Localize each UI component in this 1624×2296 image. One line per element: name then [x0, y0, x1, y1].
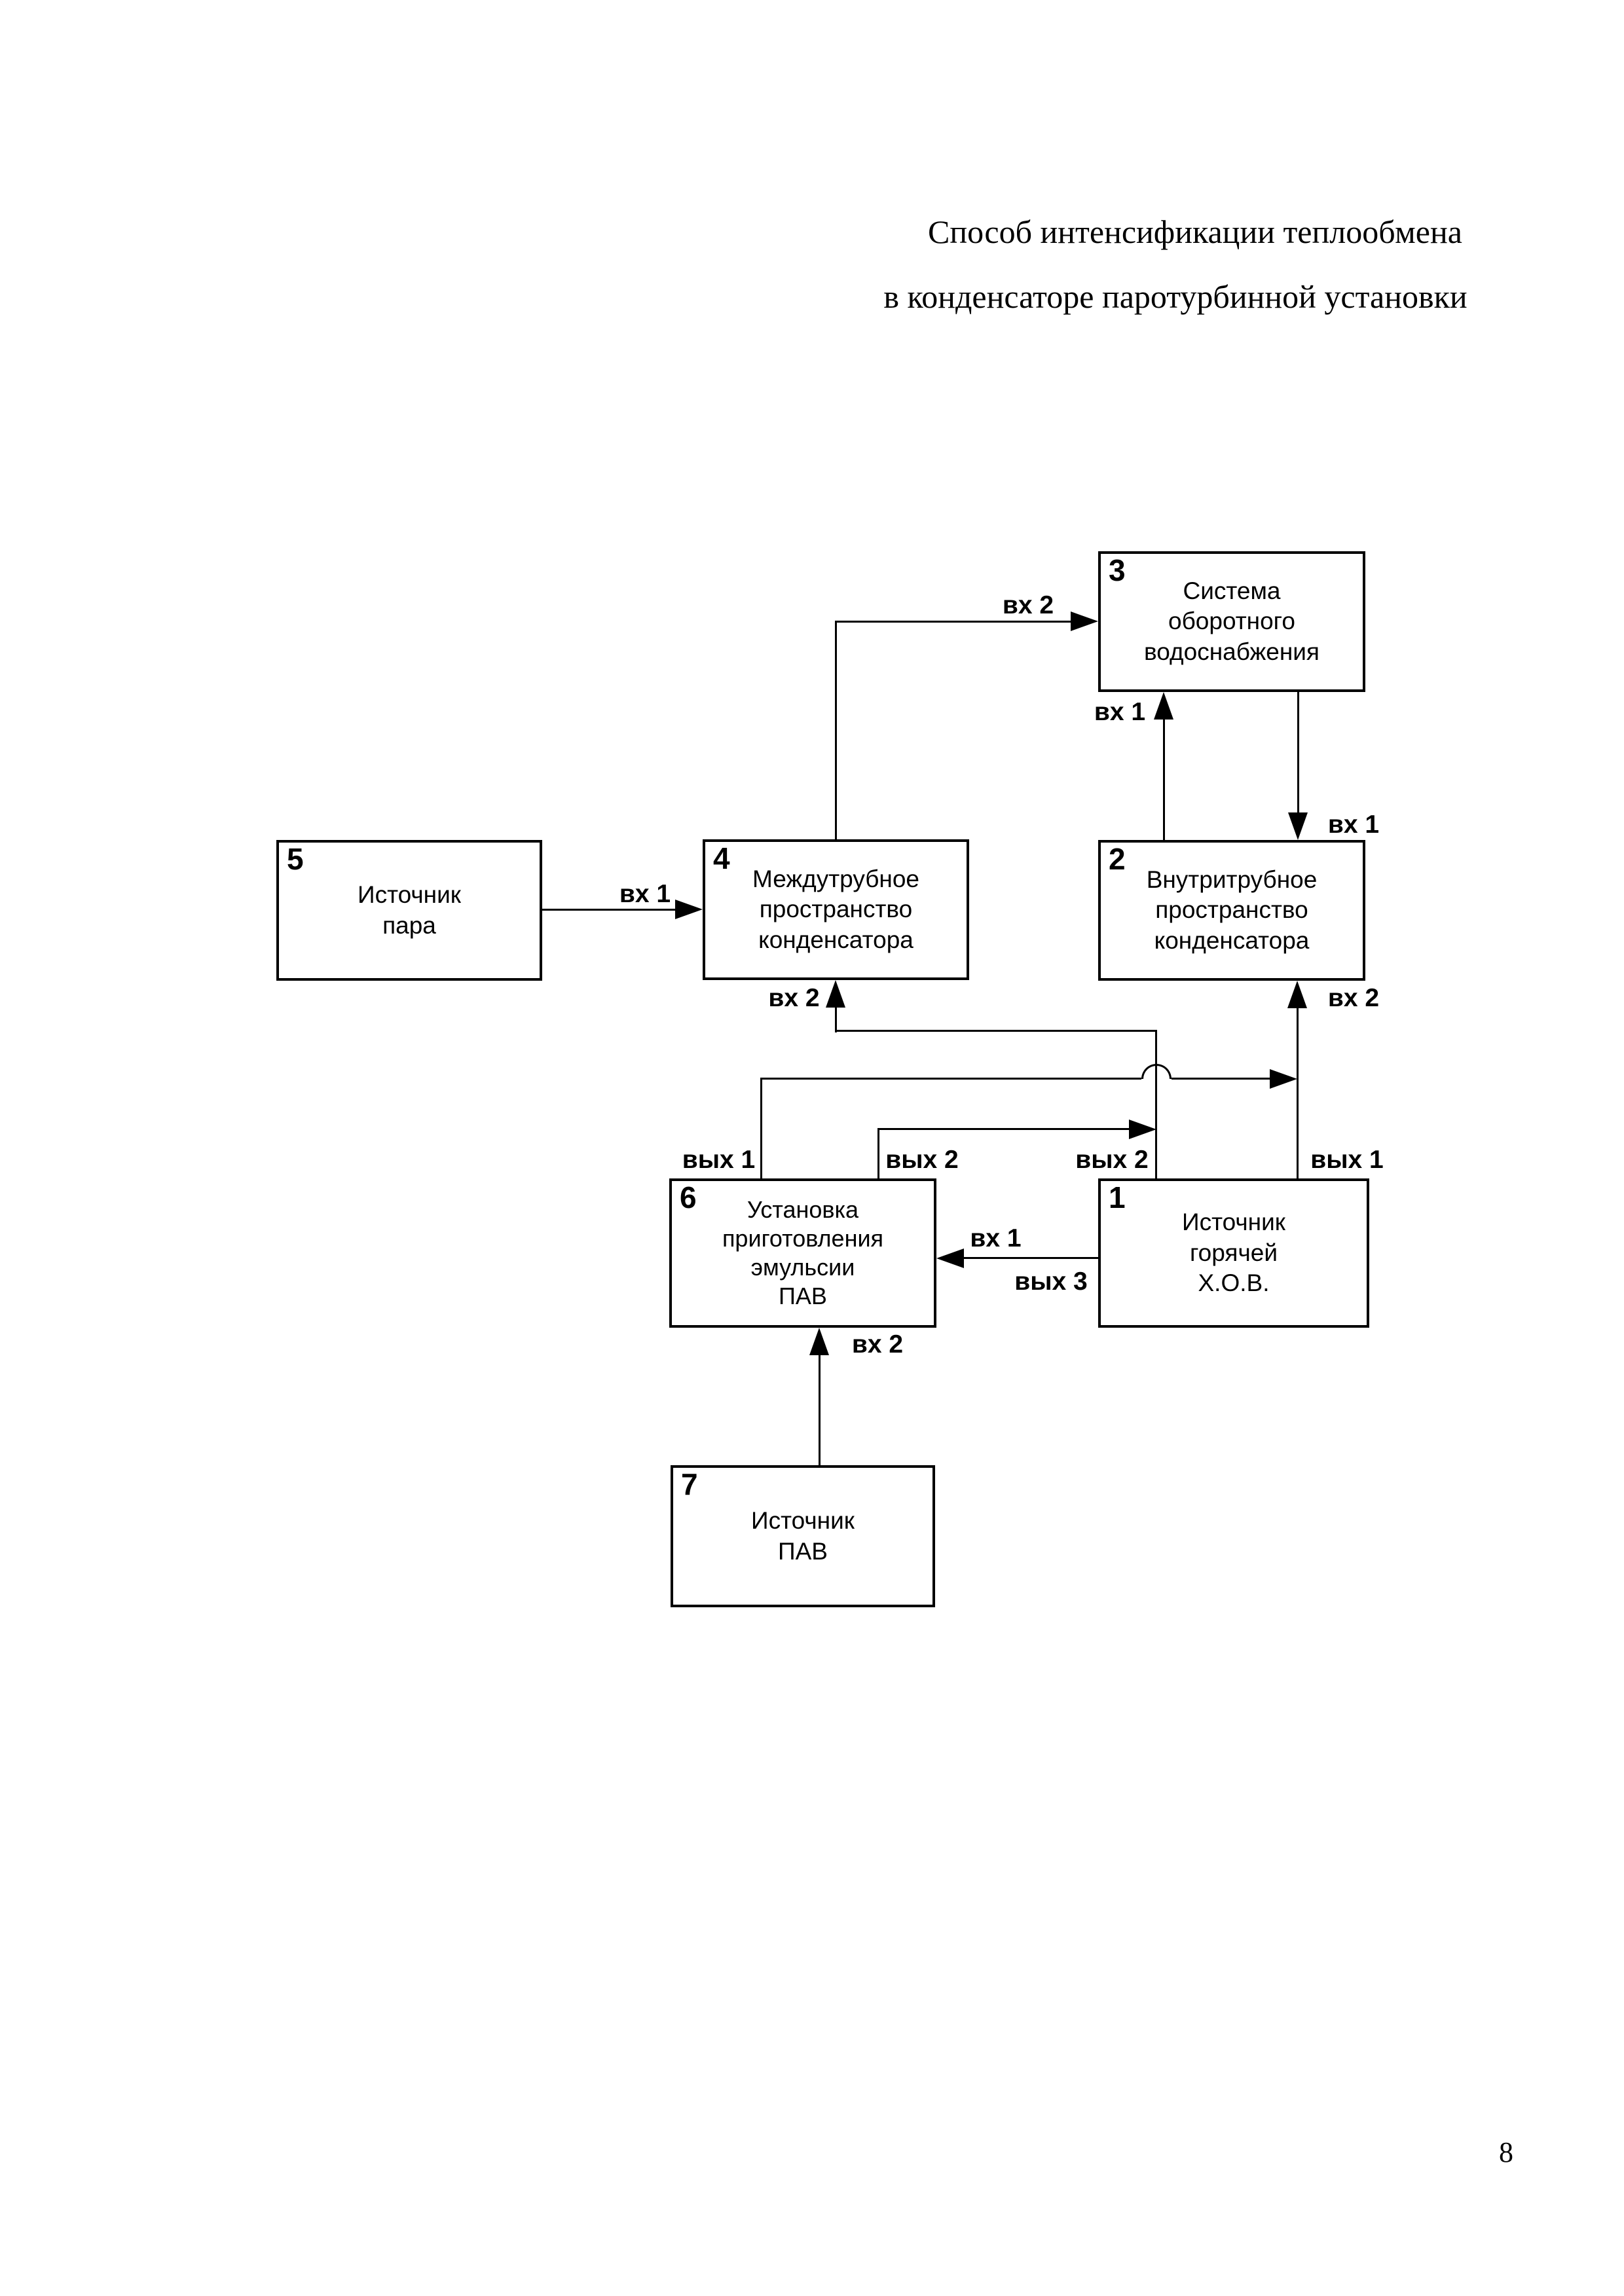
label-in1-b3: вх 1	[1094, 698, 1146, 726]
block-7-text: Источник ПАВ	[751, 1506, 855, 1565]
label-out1-b6: вых 1	[682, 1146, 756, 1174]
connector-b6-out2-horizontal	[877, 1128, 1131, 1130]
page-title-line-1: Способ интенсификации теплообмена	[928, 213, 1462, 250]
label-out3-b1: вых 3	[1014, 1267, 1088, 1296]
label-in2-b2: вх 2	[1327, 984, 1380, 1012]
arrowhead-into-b2-top	[1288, 812, 1308, 840]
connector-b3-to-b2	[1297, 692, 1299, 815]
label-in2-b6: вх 2	[851, 1330, 904, 1358]
block-3-text: Система оборотного водоснабжения	[1144, 577, 1320, 665]
connector-b5-to-b4	[542, 909, 680, 911]
label-in1-b4: вх 1	[619, 880, 671, 908]
arrowhead-into-b6-right	[936, 1248, 964, 1268]
block-6-emulsion-unit: 6 Установка приготовления эмульсии ПАВ	[669, 1178, 936, 1328]
connector-b2-to-b3	[1163, 718, 1165, 841]
label-out1-b1: вых 1	[1310, 1146, 1384, 1174]
label-in1-b2: вх 1	[1327, 811, 1380, 839]
connector-b1-to-b4-horizontal	[835, 1030, 1157, 1032]
line-hop-arc	[1141, 1064, 1172, 1079]
block-1-number: 1	[1109, 1180, 1126, 1214]
connector-b6-out2-riser	[877, 1129, 879, 1178]
block-7-number: 7	[681, 1467, 698, 1501]
block-2-intratube-space: 2 Внутритрубное пространство конденсатор…	[1098, 840, 1365, 981]
arrowhead-join-b4-line	[1129, 1120, 1156, 1139]
connector-b1-to-b4-riser	[1155, 1031, 1157, 1178]
label-in2-b4: вх 2	[768, 984, 820, 1012]
arrowhead-into-b4-left	[675, 900, 703, 919]
block-3-number: 3	[1109, 553, 1126, 587]
connector-b7-to-b6	[819, 1350, 821, 1465]
page-title-line-2: в конденсаторе паротурбинной установки	[883, 278, 1467, 315]
label-out2-b1: вых 2	[1075, 1146, 1149, 1174]
block-3-recycling-water-system: 3 Система оборотного водоснабжения	[1098, 551, 1365, 692]
block-4-intertube-space: 4 Междутрубное пространство конденсатора	[703, 839, 969, 980]
connector-b1-to-b2	[1297, 1007, 1299, 1178]
block-1-hot-water-source: 1 Источник горячей Х.О.В.	[1098, 1178, 1369, 1328]
block-2-text: Внутритрубное пространство конденсатора	[1146, 866, 1318, 954]
block-1-text: Источник горячей Х.О.В.	[1182, 1209, 1285, 1297]
connector-b4-to-b3-vertical	[835, 622, 837, 840]
block-4-text: Междутрубное пространство конденсатора	[752, 865, 920, 953]
block-4-number: 4	[713, 841, 730, 875]
connector-b6-out1-riser	[760, 1079, 762, 1178]
arrowhead-into-b4-bottom	[826, 980, 845, 1008]
connector-b4-to-b3-horizontal	[835, 621, 1072, 623]
block-6-text: Установка приготовления эмульсии ПАВ	[722, 1196, 884, 1309]
arrowhead-into-b2-bottom	[1287, 981, 1307, 1008]
connector-b6-out1-horizontal-right	[1172, 1078, 1272, 1080]
arrowhead-join-b2-line	[1270, 1069, 1297, 1089]
arrowhead-into-b3-bottom	[1154, 692, 1173, 720]
block-5-number: 5	[287, 842, 304, 876]
connector-b6-out1-horizontal-left	[760, 1078, 1141, 1080]
block-7-surfactant-source: 7 Источник ПАВ	[671, 1465, 935, 1607]
page-number: 8	[1499, 2136, 1513, 2168]
block-5-steam-source: 5 Источник пара	[276, 840, 542, 981]
connector-b1-to-b6	[963, 1257, 1098, 1259]
block-5-text: Источник пара	[358, 881, 461, 939]
label-out2-b6: вых 2	[885, 1146, 959, 1174]
arrowhead-into-b6-bottom	[809, 1328, 829, 1355]
label-in2-b3: вх 2	[1002, 591, 1054, 619]
label-in1-b6: вх 1	[970, 1224, 1022, 1252]
connector-b1-to-b4-stub	[835, 1006, 837, 1032]
block-2-number: 2	[1109, 842, 1126, 876]
arrowhead-into-b3-left	[1071, 611, 1098, 631]
block-6-number: 6	[680, 1180, 697, 1214]
